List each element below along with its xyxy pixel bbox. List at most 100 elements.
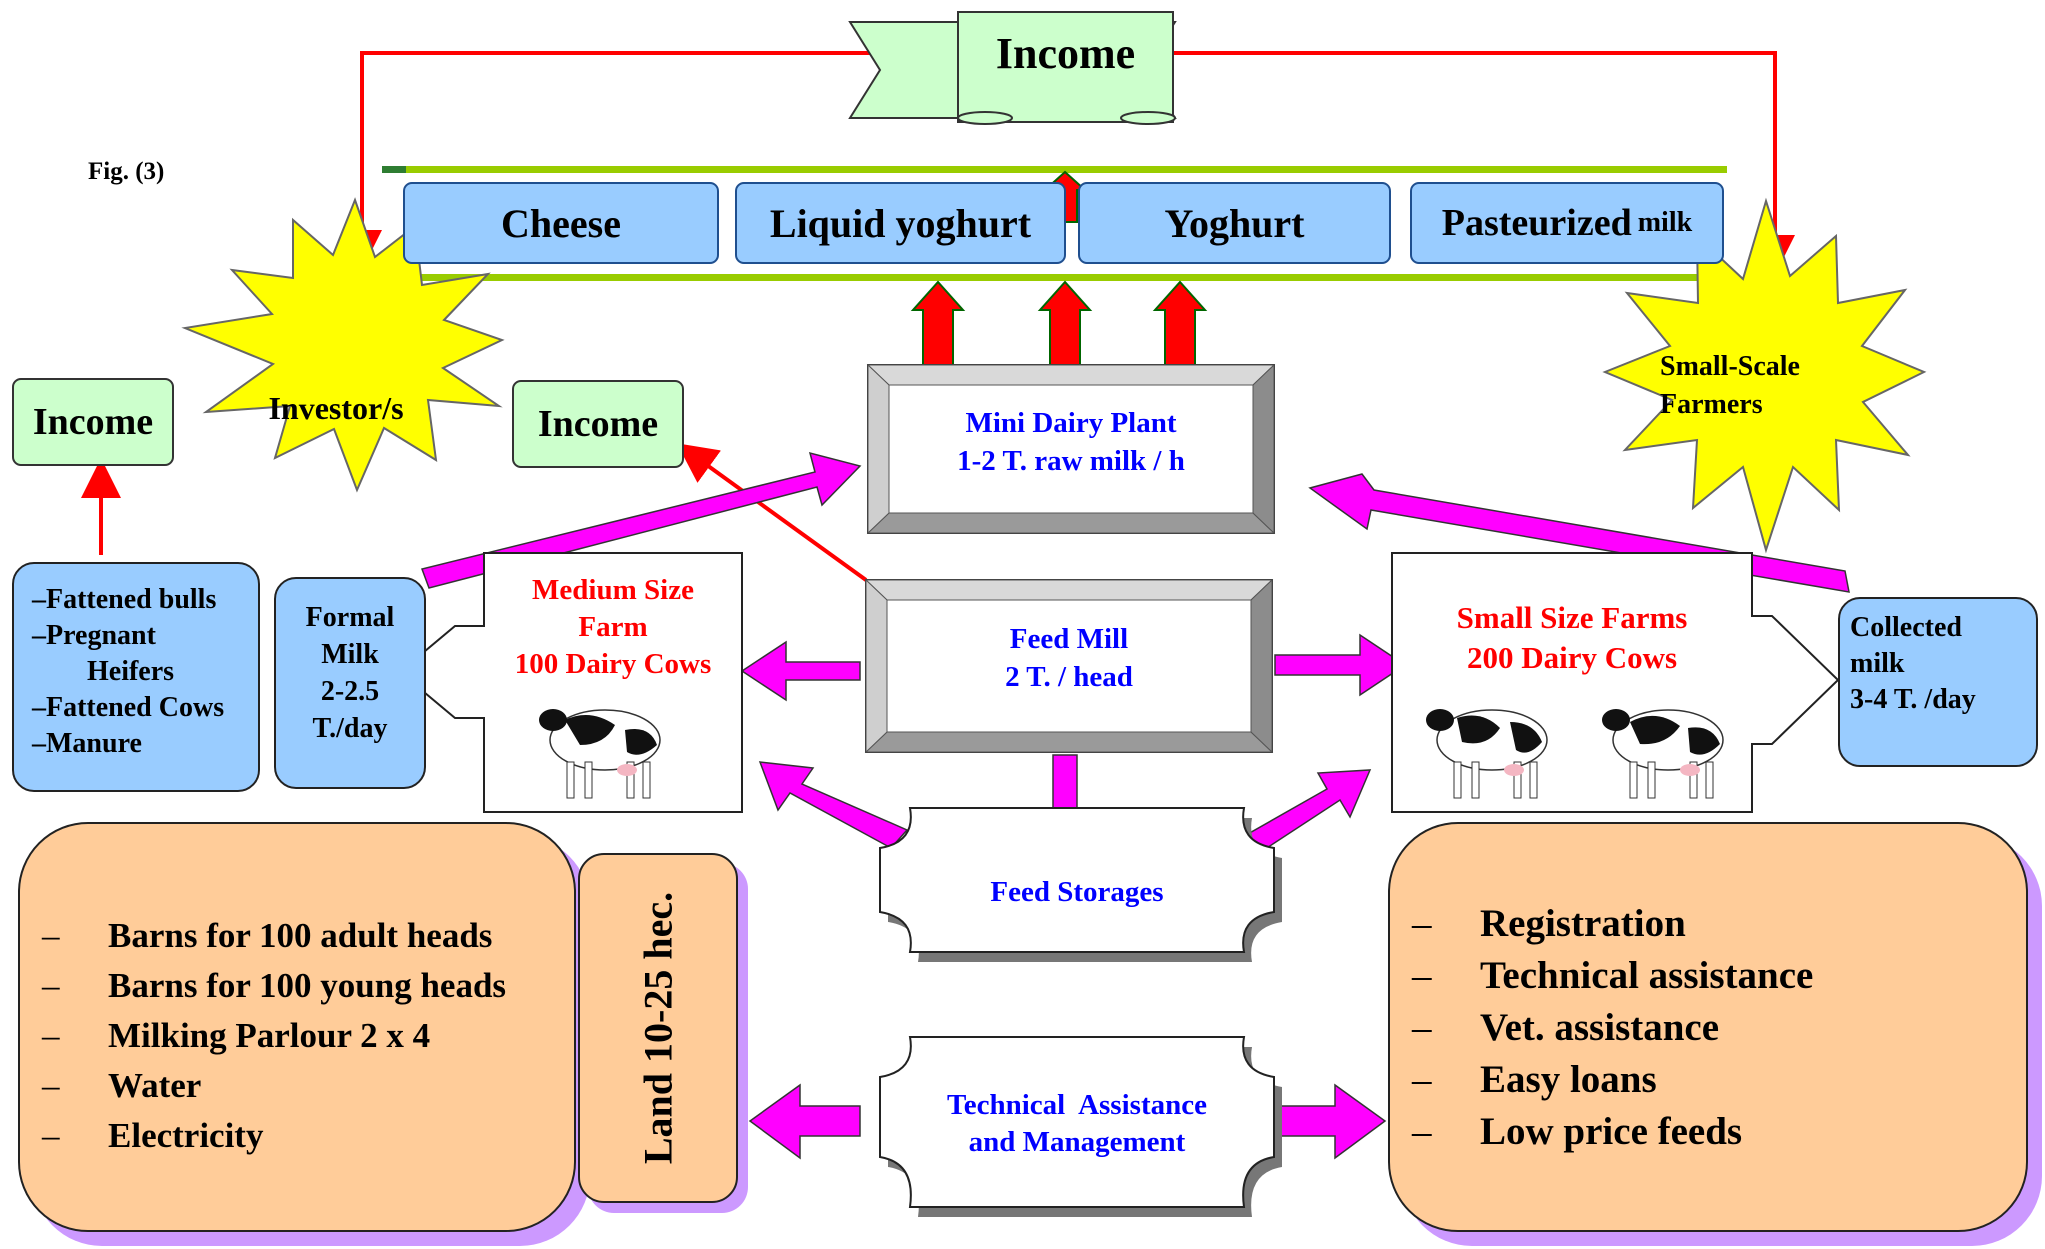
tech-assist-shape <box>879 1036 1275 1208</box>
medium-farm-line1: Medium Size <box>532 574 694 606</box>
bullet-dash: – <box>1412 1110 1432 1153</box>
list-item: –Electricity <box>42 1111 506 1161</box>
dairy-plant-line1: Mini Dairy Plant <box>965 407 1177 439</box>
product-shelf-bottom-line <box>382 274 1727 281</box>
income-banner-shape <box>848 11 1177 125</box>
collected-milk-line3: 3-4 T. /day <box>1850 684 1976 715</box>
small-scale-star-shape <box>1602 197 1927 554</box>
list-item: – Low price feeds <box>1412 1106 1813 1158</box>
product-shelf-top-end <box>382 166 406 173</box>
bullet-dash: – <box>1412 902 1432 945</box>
byproduct-item: –Fattened Cows <box>32 690 258 726</box>
pasteurized-suffix: milk <box>1637 207 1693 238</box>
medium-farm-line3: 100 Dairy Cows <box>514 648 712 680</box>
land-box: Land 10-25 hec. <box>578 853 738 1203</box>
bullet-dash: – <box>42 1066 60 1105</box>
small-scale-farmers-label: Small-Scale Farmers <box>1660 348 1810 424</box>
feed-storages-label: Feed Storages <box>990 876 1164 908</box>
figure-label: Fig. (3) <box>88 158 165 185</box>
cow-icon <box>1426 709 1548 799</box>
dairy-plant-up-arrows <box>910 280 1208 369</box>
bullet-dash: – <box>1412 1058 1432 1101</box>
feed-mill-line1: Feed Mill <box>1009 623 1129 655</box>
byproduct-item: Heifers <box>32 654 258 690</box>
formal-milk-line1: Formal <box>305 602 395 633</box>
income-box-left: Income <box>12 378 174 466</box>
infra-item-label: Milking Parlour 2 x 4 <box>108 1016 431 1055</box>
infrastructure-list: –Barns for 100 adult heads – Barns for 10… <box>42 911 506 1161</box>
income-mid-label: Income <box>537 403 659 445</box>
product-liquid-yoghurt: Liquid yoghurt <box>735 182 1066 264</box>
byproduct-text: Pregnant <box>46 620 156 651</box>
income-box-middle: Income <box>512 380 684 468</box>
infra-item-label: Barns for 100 young heads <box>108 966 507 1005</box>
collected-milk-line1: Collected <box>1850 612 1962 643</box>
income-left-label: Income <box>32 401 154 443</box>
byproduct-text: Heifers <box>87 656 175 687</box>
feedmill-to-medium-arrow <box>740 640 861 702</box>
investor-label: Investor/s <box>268 390 404 426</box>
tech-to-right-arrow <box>1274 1083 1387 1160</box>
byproduct-dash: – <box>32 584 46 615</box>
byproduct-dash: – <box>32 620 46 651</box>
feed-storages-shape <box>879 807 1275 953</box>
collected-milk-box: Collected milk 3-4 T. /day <box>1838 597 2038 767</box>
services-list: – Registration – Technical assistance – Vet… <box>1412 898 1813 1158</box>
byproduct-text: Fattened Cows <box>46 692 225 723</box>
small-farms-label: Small Size Farms 200 Dairy Cows <box>1392 598 1752 678</box>
bullet-dash: – <box>42 1116 60 1155</box>
small-farms-line1: Small Size Farms <box>1456 600 1688 635</box>
service-item-label: Easy loans <box>1480 1058 1657 1101</box>
feedmill-to-small-arrow <box>1274 633 1407 697</box>
formal-milk-line3: 2-2.5 <box>320 676 380 707</box>
byproduct-text: Fattened bulls <box>46 584 217 615</box>
service-item-label: Low price feeds <box>1480 1110 1743 1153</box>
product-cheese-label: Cheese <box>501 200 621 246</box>
byproduct-item: –Manure <box>32 726 258 762</box>
formal-milk-line4: T./day <box>312 713 388 744</box>
feed-mill-box-shape <box>864 578 1274 754</box>
product-shelf-top-line <box>382 166 1727 173</box>
formal-milk-line2: Milk <box>321 639 379 670</box>
bullet-dash: – <box>42 1016 60 1055</box>
list-item: – Milking Parlour 2 x 4 <box>42 1011 506 1061</box>
small-farms-line2: 200 Dairy Cows <box>1466 640 1678 675</box>
service-item-label: Technical assistance <box>1480 954 1814 997</box>
list-item: – Barns for 100 young heads <box>42 961 506 1011</box>
byproduct-item: –Fattened bulls <box>32 582 258 618</box>
service-item-label: Registration <box>1480 902 1686 945</box>
pasteurized-label: Pasteurized <box>1441 202 1632 244</box>
bullet-dash: – <box>1412 954 1432 997</box>
formal-milk-box: Formal Milk 2-2.5 T./day <box>274 577 426 789</box>
medium-farm-label: Medium Size Farm 100 Dairy Cows <box>484 572 742 683</box>
land-label: Land 10-25 hec. <box>635 891 681 1165</box>
infrastructure-box: –Barns for 100 adult heads – Barns for 10… <box>18 822 576 1232</box>
bullet-dash: – <box>42 916 60 955</box>
list-item: –Barns for 100 adult heads <box>42 911 506 961</box>
list-item: –Water <box>42 1061 506 1111</box>
product-yoghurt-label: Yoghurt <box>1164 200 1305 246</box>
investor-star-shape <box>181 197 505 493</box>
dairy-plant-box-shape <box>866 363 1276 535</box>
byproducts-box: –Fattened bulls –Pregnant Heifers –Fatte… <box>12 562 260 792</box>
feed-mill-line2: 2 T. / head <box>1005 661 1133 693</box>
tech-assist-line1: Technical Assistance <box>947 1089 1207 1121</box>
product-liquid-yoghurt-label: Liquid yoghurt <box>769 200 1032 246</box>
product-pasteurized-milk: Pasteurized milk <box>1410 182 1724 264</box>
product-yoghurt: Yoghurt <box>1078 182 1391 264</box>
income-to-farmers-line <box>1160 51 1795 275</box>
storage-to-medium-arrow <box>758 761 909 849</box>
dairy-plant-line2: 1-2 T. raw milk / h <box>957 445 1185 477</box>
feedmill-to-income-arrow <box>676 443 868 582</box>
bullet-dash: – <box>1412 1006 1432 1049</box>
list-item: – Easy loans <box>1412 1054 1813 1106</box>
tech-assist-line2: and Management <box>968 1126 1186 1158</box>
product-cheese: Cheese <box>403 182 719 264</box>
tech-assist-label: Technical Assistance and Management <box>880 1087 1274 1161</box>
income-to-investor-line <box>342 51 890 270</box>
bullet-dash: – <box>42 966 60 1005</box>
service-item-label: Vet. assistance <box>1480 1006 1720 1049</box>
tech-to-left-arrow <box>748 1083 861 1160</box>
